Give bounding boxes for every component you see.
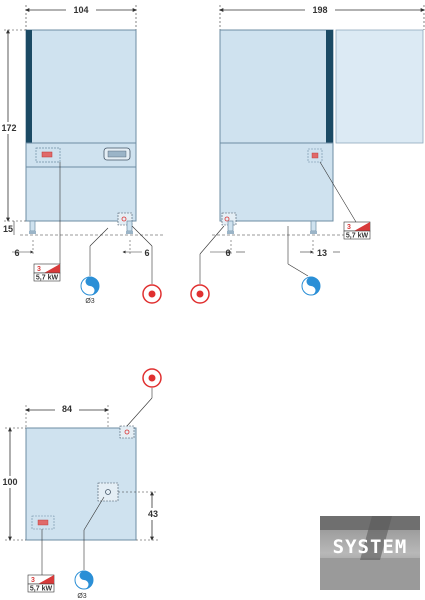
top-width-label: 84 [62, 404, 72, 414]
svg-text:5,7 kW: 5,7 kW [346, 233, 369, 240]
side-depth-label: 198 [312, 5, 327, 15]
front-upper-panel [25, 29, 137, 144]
front-power-label: 3 5,7 kW [33, 162, 61, 282]
front-width-label: 104 [73, 5, 88, 15]
water-inlet-icon [301, 276, 321, 296]
svg-text:3: 3 [37, 266, 41, 273]
front-lower-panel [25, 166, 137, 222]
svg-text:5,7 kW: 5,7 kW [36, 275, 59, 282]
front-leg-height-label: 15 [3, 224, 13, 234]
electric-box [35, 147, 61, 163]
electric-connection-icon [41, 151, 53, 158]
top-view: 84 100 43 3 [0, 368, 162, 600]
side-view: 198 6 13 3 [190, 4, 425, 304]
top-center-connection-box [97, 482, 119, 502]
svg-text:5,7 kW: 5,7 kW [30, 586, 53, 593]
front-water-diameter-label: Ø3 [85, 298, 94, 305]
side-left-offset-label: 6 [225, 248, 230, 258]
water-inlet-icon [74, 570, 94, 590]
top-power-label: 3 5,7 kW [27, 574, 55, 593]
side-right-offset-label: 13 [317, 248, 327, 258]
system-logo: SYSTEM [320, 516, 420, 590]
svg-text:3: 3 [31, 577, 35, 584]
drain-connection-icon [190, 284, 210, 304]
side-open-door [335, 29, 424, 144]
top-depth-label: 100 [2, 477, 17, 487]
water-inlet-icon [80, 276, 100, 296]
front-left-offset-label: 6 [14, 248, 19, 258]
front-view: 104 172 15 6 6 [0, 4, 165, 305]
top-water-diameter-label: Ø3 [77, 593, 86, 600]
side-upper-panel [219, 29, 334, 144]
logo-text: SYSTEM [333, 536, 408, 558]
svg-text:3: 3 [347, 224, 351, 231]
side-power-label: 3 5,7 kW [319, 161, 371, 240]
drain-connection-icon [142, 284, 162, 304]
front-right-offset-label: 6 [144, 248, 149, 258]
side-door-edge [326, 30, 333, 143]
drain-connection-icon [142, 368, 162, 388]
front-door-edge [26, 30, 32, 143]
front-leg-left [29, 220, 36, 232]
front-leg-right [126, 220, 133, 232]
front-height-label: 172 [1, 123, 16, 133]
top-drain-offset-label: 43 [148, 509, 158, 519]
